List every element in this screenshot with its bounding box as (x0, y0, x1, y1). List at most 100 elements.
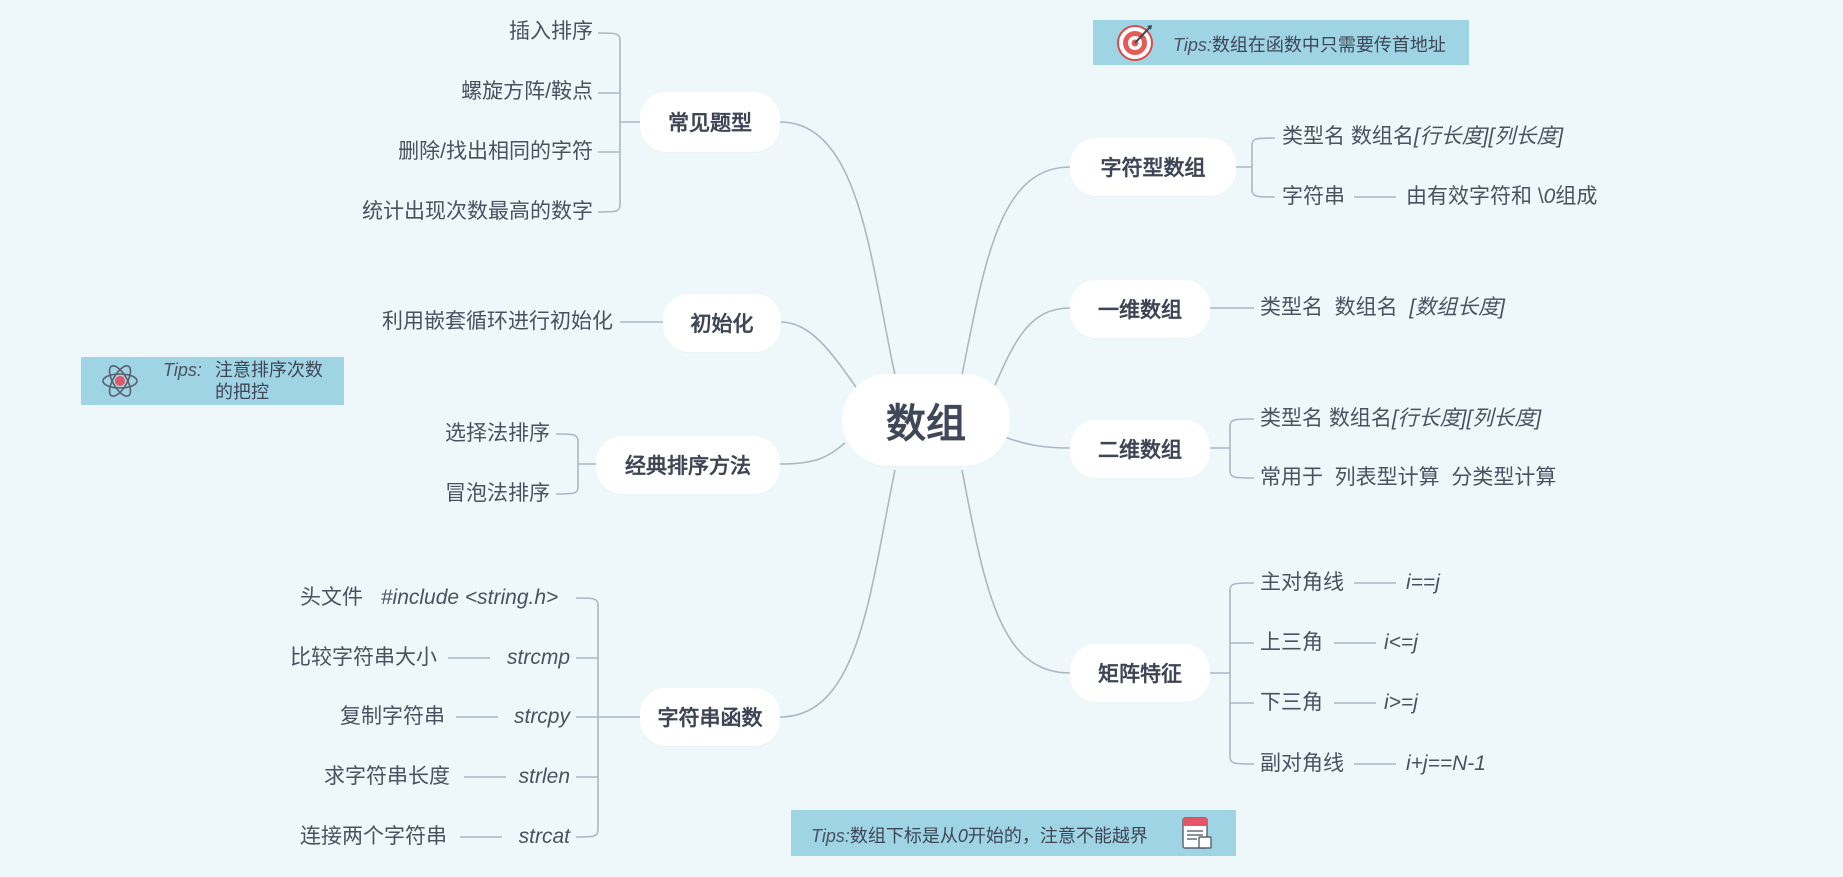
leaf-strcpy[interactable]: 复制字符串 (340, 705, 445, 729)
tip-bottom-label: Tips: (811, 826, 850, 846)
leaf-strcat-desc: 连接两个字符串 (300, 825, 447, 848)
topic-two-dim-array[interactable]: 二维数组 (1070, 420, 1210, 478)
leaf-insertion-sort-label: 插入排序 (509, 20, 593, 43)
leaf-main-diagonal-expr: i==j (1406, 571, 1440, 594)
atom-icon (102, 365, 138, 397)
branch-line-matrix (961, 469, 1071, 674)
leaf-char-string-detail-b: 0 (1543, 185, 1556, 208)
leaf-two-dim-usage-label: 常用于 列表型计算 分类型计算 (1260, 466, 1557, 489)
bracket-matrix (1210, 582, 1255, 765)
tip-box-sort-count: Tips: 注意排序次数 的把控 (81, 357, 344, 405)
leaf-upper-triangle[interactable]: 上三角 (1260, 631, 1323, 655)
leaf-anti-diagonal-desc: 副对角线 (1260, 752, 1344, 775)
bracket-common (597, 32, 640, 213)
topic-one-dim-array-label: 一维数组 (1098, 299, 1182, 322)
leaf-most-frequent-number-label: 统计出现次数最高的数字 (362, 200, 593, 223)
leaf-lower-triangle-expr: i>=j (1384, 691, 1418, 714)
branch-line-char-array (961, 166, 1071, 376)
tip-bottom-text-c: 开始的，注意不能越界 (967, 826, 1148, 846)
leaf-one-dim-decl-b: [数组长度] (1409, 296, 1506, 319)
target-icon (1117, 25, 1153, 61)
leaf-spiral-matrix[interactable]: 螺旋方阵/鞍点 (461, 80, 593, 104)
tip-left-text-line1: 注意排序次数 (214, 360, 323, 380)
leaf-lower-triangle[interactable]: 下三角 (1260, 691, 1323, 715)
bracket-char-array (1236, 137, 1276, 198)
topic-matrix-features[interactable]: 矩阵特征 (1070, 644, 1210, 702)
tip-bottom-text-b: 0 (957, 826, 968, 846)
branch-line-one-dim (994, 307, 1071, 386)
leaf-strcat-code: strcat (518, 825, 570, 848)
leaf-selection-sort[interactable]: 选择法排序 (445, 422, 550, 446)
tip-left-text-line2: 的把控 (215, 382, 269, 402)
central-topic-label: 数组 (886, 402, 966, 446)
leaf-anti-diagonal[interactable]: 副对角线 (1260, 752, 1344, 776)
leaf-char-string[interactable]: 字符串 (1282, 185, 1345, 209)
central-topic[interactable]: 数组 (842, 374, 1010, 466)
topic-common-questions[interactable]: 常见题型 (640, 92, 780, 152)
leaf-char-array-decl[interactable]: 类型名 数组名[行长度][列长度] (1282, 125, 1563, 149)
topic-one-dim-array[interactable]: 一维数组 (1070, 280, 1210, 338)
leaf-strcat[interactable]: 连接两个字符串 (300, 825, 447, 849)
leaf-selection-sort-label: 选择法排序 (445, 422, 550, 445)
tip-box-pass-address: Tips:数组在函数中只需要传首地址 (1093, 20, 1469, 65)
tip-top-text: 数组在函数中只需要传首地址 (1211, 35, 1446, 55)
leaf-bubble-sort-label: 冒泡法排序 (445, 482, 550, 505)
topic-char-array-label: 字符型数组 (1100, 157, 1206, 180)
topic-classic-sort-label: 经典排序方法 (625, 455, 751, 478)
bracket-sorting (555, 433, 596, 495)
leaf-two-dim-decl-a: 类型名 数组名 (1260, 407, 1392, 430)
leaf-nested-loop-init-label: 利用嵌套循环进行初始化 (382, 310, 613, 333)
leaf-strlen-code: strlen (518, 765, 570, 788)
leaf-upper-triangle-expr: i<=j (1384, 631, 1418, 654)
branch-line-init (779, 321, 859, 391)
leaf-char-string-detail[interactable]: 由有效字符和 \0组成 (1406, 185, 1597, 209)
leaf-char-array-decl-b: [行长度][列长度] (1413, 125, 1564, 148)
leaf-strlen[interactable]: 求字符串长度 (324, 765, 450, 789)
bracket-two-dim (1210, 418, 1255, 479)
topic-initialization[interactable]: 初始化 (663, 294, 781, 352)
leaf-two-dim-usage[interactable]: 常用于 列表型计算 分类型计算 (1260, 466, 1556, 490)
leaf-insertion-sort[interactable]: 插入排序 (509, 20, 593, 44)
leaf-anti-diagonal-expr: i+j==N-1 (1406, 752, 1486, 775)
leaf-header-file-code: #include <string.h> (380, 586, 559, 609)
leaf-char-string-detail-a: 由有效字符和 \ (1406, 185, 1544, 208)
branch-line-common (779, 121, 896, 376)
topic-classic-sort[interactable]: 经典排序方法 (596, 436, 780, 494)
leaf-strcpy-code: strcpy (513, 705, 570, 728)
leaf-upper-triangle-desc: 上三角 (1260, 631, 1323, 654)
leaf-spiral-matrix-label: 螺旋方阵/鞍点 (461, 80, 593, 103)
topic-char-array[interactable]: 字符型数组 (1070, 138, 1236, 196)
leaf-main-diagonal[interactable]: 主对角线 (1260, 571, 1344, 595)
tip-left-label: Tips: (163, 360, 202, 380)
branch-line-sorting (779, 442, 846, 465)
leaf-header-file-desc: 头文件 (300, 586, 363, 609)
leaf-two-dim-decl[interactable]: 类型名 数组名[行长度][列长度] (1260, 407, 1541, 431)
leaf-header-file[interactable]: 头文件 #include <string.h> (300, 586, 558, 610)
leaf-most-frequent-number[interactable]: 统计出现次数最高的数字 (362, 200, 593, 224)
topic-initialization-label: 初始化 (690, 313, 754, 336)
leaf-delete-same-char[interactable]: 删除/找出相同的字符 (398, 140, 593, 164)
leaf-main-diagonal-desc: 主对角线 (1260, 571, 1344, 594)
topic-two-dim-array-label: 二维数组 (1098, 439, 1182, 462)
leaf-strcmp-desc: 比较字符串大小 (290, 646, 437, 669)
bracket-string-funcs (575, 597, 640, 838)
topic-string-functions[interactable]: 字符串函数 (640, 688, 780, 746)
leaf-lower-triangle-desc: 下三角 (1260, 691, 1323, 714)
topic-string-functions-label: 字符串函数 (657, 707, 763, 730)
leaf-strcmp-code: strcmp (507, 646, 570, 669)
topic-matrix-features-label: 矩阵特征 (1098, 663, 1182, 686)
leaf-char-string-label: 字符串 (1282, 185, 1345, 208)
leaf-delete-same-char-label: 删除/找出相同的字符 (398, 140, 593, 163)
leaf-nested-loop-init[interactable]: 利用嵌套循环进行初始化 (382, 310, 613, 334)
leaf-char-string-detail-c: 组成 (1555, 185, 1598, 208)
branch-line-two-dim (1004, 436, 1071, 449)
leaf-strcmp[interactable]: 比较字符串大小 (290, 646, 437, 670)
leaf-two-dim-decl-b: [行长度][列长度] (1391, 407, 1542, 430)
leaf-bubble-sort[interactable]: 冒泡法排序 (445, 482, 550, 506)
tip-top-label: Tips: (1173, 35, 1212, 55)
branch-line-string-funcs (779, 469, 896, 718)
leaf-one-dim-decl[interactable]: 类型名 数组名 [数组长度] (1260, 296, 1505, 320)
leaf-strcpy-desc: 复制字符串 (340, 705, 445, 728)
